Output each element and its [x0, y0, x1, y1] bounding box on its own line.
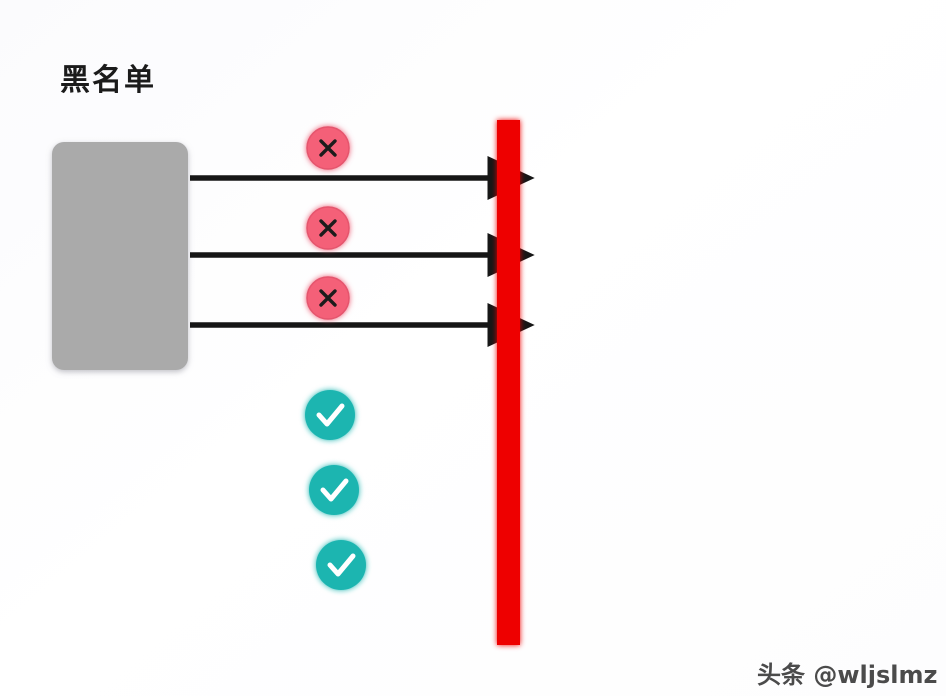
blocked-arrow-group	[190, 156, 535, 347]
blacklist-filter-bar	[497, 120, 520, 645]
check-icon	[316, 540, 366, 590]
allowed-arrow-group	[60, 424, 923, 609]
check-badge-group	[305, 390, 366, 590]
check-icon	[309, 465, 359, 515]
cross-icon	[306, 276, 350, 320]
cross-icon	[306, 126, 350, 170]
check-icon	[305, 390, 355, 440]
cross-badge-group	[306, 126, 350, 320]
source-box	[52, 142, 188, 370]
page-title: 黑名单	[60, 63, 156, 98]
watermark: 头条 @wljslmz	[757, 661, 938, 689]
cross-icon	[306, 206, 350, 250]
